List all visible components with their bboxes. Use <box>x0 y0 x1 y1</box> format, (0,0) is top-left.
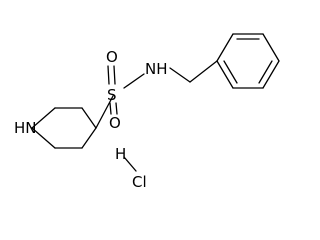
piperidine-ring <box>31 107 97 149</box>
atom-label-cl: Cl <box>132 173 147 191</box>
h-cl-bond <box>123 156 137 172</box>
atom-label-o-bottom: O <box>109 114 121 132</box>
atom-label-hn: HN <box>14 119 37 137</box>
ch2-ring-bond <box>189 60 218 83</box>
c-s-bond <box>95 95 114 129</box>
n-ch2-bond <box>169 67 191 83</box>
chemical-structure: HN S O O NH H Cl <box>14 33 280 191</box>
atom-label-h: H <box>115 145 126 163</box>
benzene-ring <box>216 33 280 89</box>
atom-label-o-top: O <box>106 48 118 66</box>
atom-label-nh: NH <box>145 60 168 78</box>
atom-label-s: S <box>107 86 117 104</box>
sulfonyl-bonds <box>107 65 145 115</box>
